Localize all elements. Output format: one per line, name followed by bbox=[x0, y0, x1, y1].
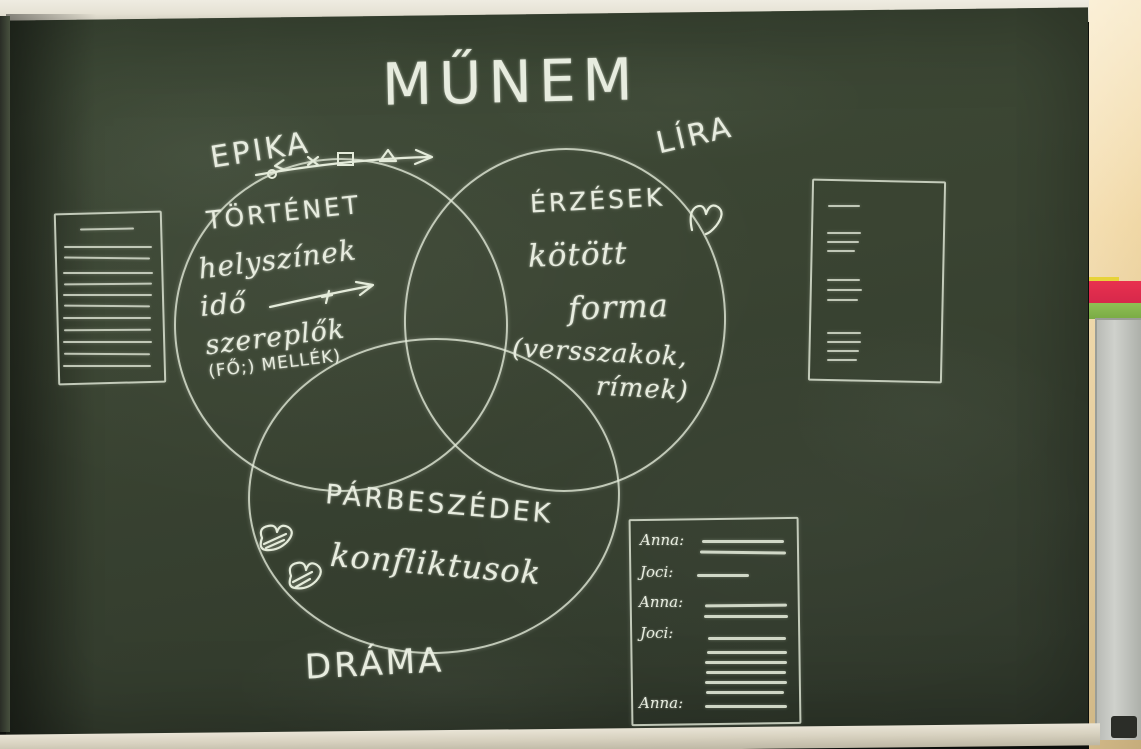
venn-label-drama: DRÁMA bbox=[304, 640, 446, 688]
poem-line bbox=[827, 250, 855, 253]
dialogue-line bbox=[705, 705, 787, 708]
dialogue-line bbox=[708, 637, 786, 640]
page-title: MŰNEM bbox=[381, 45, 641, 119]
gray-panel bbox=[1095, 318, 1141, 740]
poem-line bbox=[827, 332, 861, 335]
dialogue-speaker-5: Anna: bbox=[639, 694, 684, 712]
prose-line bbox=[63, 365, 151, 368]
prose-line bbox=[64, 246, 152, 249]
prose-line bbox=[63, 341, 152, 344]
time-axis-arrow bbox=[254, 148, 434, 179]
dialogue-line bbox=[706, 671, 786, 674]
lira-line-3: forma bbox=[567, 286, 670, 328]
board-frame-left bbox=[0, 15, 10, 733]
dialogue-speaker-4: Joci: bbox=[640, 624, 674, 642]
green-strip bbox=[1089, 303, 1141, 319]
poem-line bbox=[827, 359, 857, 362]
prose-line bbox=[63, 294, 152, 297]
lira-line-5: rímek) bbox=[595, 371, 690, 407]
plot-arrow bbox=[268, 280, 375, 309]
dialogue-speaker-1: Anna: bbox=[640, 531, 685, 549]
poem-line bbox=[827, 350, 859, 353]
dialogue-line bbox=[705, 661, 787, 664]
prose-page-sketch bbox=[53, 210, 167, 386]
red-strip bbox=[1089, 281, 1141, 307]
dialogue-line bbox=[697, 574, 749, 577]
dialogue-speaker-2: Joci: bbox=[640, 563, 674, 581]
speech-bubble-icon bbox=[288, 561, 322, 590]
dialogue-line bbox=[702, 540, 784, 543]
prose-line bbox=[63, 317, 151, 320]
heart-icon bbox=[689, 204, 723, 236]
dialogue-line bbox=[707, 651, 787, 654]
panel-foot bbox=[1111, 716, 1137, 738]
poem-line bbox=[827, 279, 860, 282]
lira-line-2: kötött bbox=[527, 235, 629, 275]
poem-line bbox=[827, 232, 861, 235]
poem-line bbox=[827, 241, 859, 244]
poem-line bbox=[827, 341, 861, 344]
dialogue-line bbox=[705, 681, 787, 684]
epika-line-3: idő bbox=[198, 286, 249, 323]
poem-title-line bbox=[828, 205, 860, 208]
poem-line bbox=[827, 299, 858, 302]
prose-line bbox=[63, 272, 153, 275]
dialogue-line bbox=[704, 615, 788, 618]
poem-line bbox=[827, 289, 862, 292]
speech-bubble-icon bbox=[259, 524, 293, 552]
dialogue-speaker-3: Anna: bbox=[639, 593, 684, 611]
dialogue-line bbox=[706, 691, 784, 694]
